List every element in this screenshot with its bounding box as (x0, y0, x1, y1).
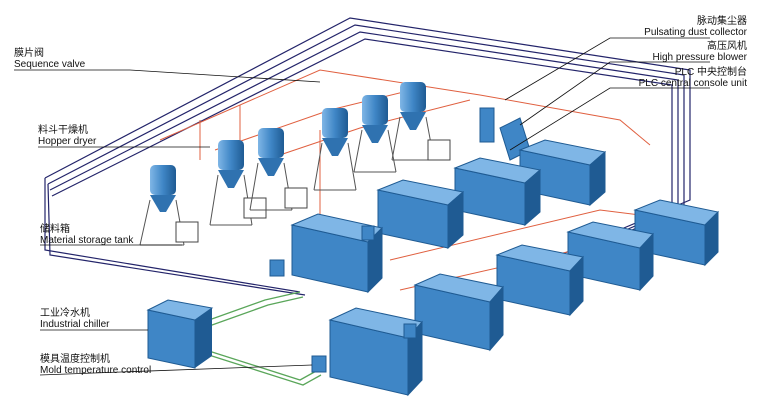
injection-machines (290, 139, 720, 397)
hopper-dryer (249, 128, 308, 211)
high-pressure-blower-label-en: High pressure blower (652, 52, 748, 63)
machine-lower-4 (413, 273, 504, 352)
machine-lower-2 (566, 221, 654, 292)
pulsating-dust-collector-label-zh: 脉动集尘器 (697, 16, 747, 27)
leader-lines (14, 37, 710, 376)
machine-lower-5 (328, 307, 423, 397)
pulsating-dust-collector-label: 脉动集尘器 Pulsating dust collector (644, 16, 747, 38)
plc-central-console-label-en: PLC central console unit (638, 78, 747, 89)
mold-temperature-control-label-zh: 模具温度控制机 (40, 354, 110, 365)
industrial-chiller-label-en: Industrial chiller (40, 319, 110, 330)
material-storage-tank-label-zh: 储料箱 (40, 224, 70, 235)
pulsating-dust-collector (479, 107, 495, 143)
industrial-chiller-label-zh: 工业冷水机 (40, 308, 90, 319)
high-pressure-blower-label-zh: 高压风机 (707, 41, 747, 52)
sequence-valve-label: 膜片阀 Sequence valve (14, 48, 85, 70)
sequence-valve-label-zh: 膜片阀 (14, 48, 44, 59)
machine-upper-3 (376, 179, 465, 250)
industrial-chiller-label: 工业冷水机 Industrial chiller (40, 308, 109, 330)
mold-temperature-control-label-en: Mold temperature control (40, 365, 152, 376)
hopper-dryer-label: 料斗干燥机 Hopper dryer (38, 125, 96, 147)
hopper-dryer (139, 165, 199, 246)
high-pressure-blower-label: 高压风机 High pressure blower (653, 41, 748, 63)
industrial-chiller (146, 299, 214, 369)
machine-upper-4 (290, 213, 384, 294)
mold-temperature-control-label: 模具温度控制机 Mold temperature control (40, 354, 151, 376)
mold-temperature-controllers (269, 225, 417, 373)
hopper-dryer (209, 140, 267, 226)
hopper-dryer (391, 82, 451, 161)
pulsating-dust-collector-label-en: Pulsating dust collector (644, 27, 747, 38)
plc-central-console-label: PLC 中央控制台 PLC central console unit (639, 67, 747, 89)
machine-lower-3 (495, 244, 584, 317)
material-storage-tank-label-en: Material storage tank (40, 235, 134, 246)
hopper-dryer-label-en: Hopper dryer (38, 136, 97, 147)
hopper-dryer (313, 108, 357, 191)
material-storage-tank-label: 储料箱 Material storage tank (40, 224, 133, 246)
plc-central-console-label-zh: PLC 中央控制台 (674, 67, 747, 78)
chiller-pipes (189, 291, 322, 386)
hopper-dryer (353, 95, 397, 173)
sequence-valve-label-en: Sequence valve (14, 59, 86, 70)
machine-upper-2 (453, 157, 542, 227)
hopper-dryer-label-zh: 料斗干燥机 (38, 125, 88, 136)
